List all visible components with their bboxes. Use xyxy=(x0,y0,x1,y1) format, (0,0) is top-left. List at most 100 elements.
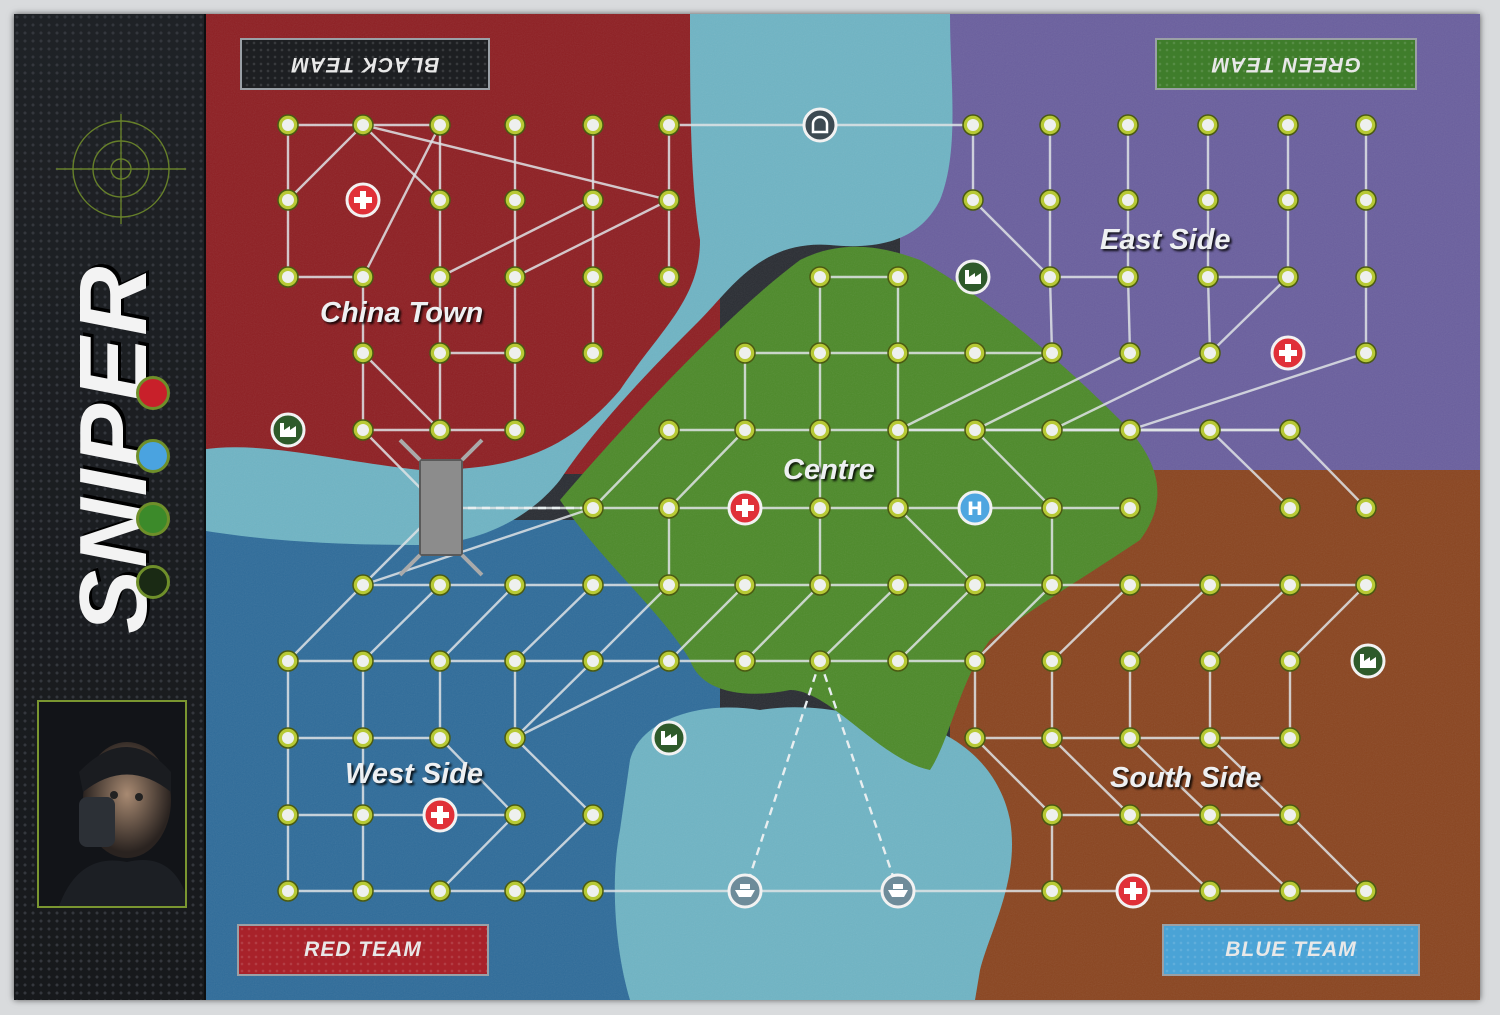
intersection-node[interactable] xyxy=(809,497,831,519)
factory-icon[interactable] xyxy=(1350,643,1386,679)
intersection-node[interactable] xyxy=(429,189,451,211)
hospital-cross-icon[interactable] xyxy=(727,490,763,526)
intersection-node[interactable] xyxy=(809,574,831,596)
intersection-node[interactable] xyxy=(1279,497,1301,519)
intersection-node[interactable] xyxy=(429,419,451,441)
intersection-node[interactable] xyxy=(1041,727,1063,749)
intersection-node[interactable] xyxy=(734,419,756,441)
intersection-node[interactable] xyxy=(962,114,984,136)
intersection-node[interactable] xyxy=(582,342,604,364)
intersection-node[interactable] xyxy=(1041,650,1063,672)
intersection-node[interactable] xyxy=(1119,419,1141,441)
intersection-node[interactable] xyxy=(504,266,526,288)
intersection-node[interactable] xyxy=(1355,266,1377,288)
intersection-node[interactable] xyxy=(352,266,374,288)
intersection-node[interactable] xyxy=(277,804,299,826)
tunnel-icon[interactable] xyxy=(802,107,838,143)
intersection-node[interactable] xyxy=(1199,574,1221,596)
intersection-node[interactable] xyxy=(504,114,526,136)
intersection-node[interactable] xyxy=(352,114,374,136)
intersection-node[interactable] xyxy=(809,650,831,672)
intersection-node[interactable] xyxy=(887,342,909,364)
intersection-node[interactable] xyxy=(1199,727,1221,749)
intersection-node[interactable] xyxy=(658,266,680,288)
intersection-node[interactable] xyxy=(582,574,604,596)
intersection-node[interactable] xyxy=(1279,574,1301,596)
intersection-node[interactable] xyxy=(887,419,909,441)
intersection-node[interactable] xyxy=(964,650,986,672)
intersection-node[interactable] xyxy=(1039,189,1061,211)
intersection-node[interactable] xyxy=(1041,419,1063,441)
hospital-cross-icon[interactable] xyxy=(345,182,381,218)
intersection-node[interactable] xyxy=(1041,804,1063,826)
intersection-node[interactable] xyxy=(352,574,374,596)
intersection-node[interactable] xyxy=(1279,727,1301,749)
intersection-node[interactable] xyxy=(582,266,604,288)
intersection-node[interactable] xyxy=(809,419,831,441)
intersection-node[interactable] xyxy=(1355,880,1377,902)
intersection-node[interactable] xyxy=(887,650,909,672)
intersection-node[interactable] xyxy=(1119,804,1141,826)
intersection-node[interactable] xyxy=(1277,266,1299,288)
intersection-node[interactable] xyxy=(1117,266,1139,288)
intersection-node[interactable] xyxy=(504,342,526,364)
intersection-node[interactable] xyxy=(1039,114,1061,136)
hospital-cross-icon[interactable] xyxy=(422,797,458,833)
intersection-node[interactable] xyxy=(964,419,986,441)
intersection-node[interactable] xyxy=(1355,114,1377,136)
intersection-node[interactable] xyxy=(1119,497,1141,519)
intersection-node[interactable] xyxy=(734,650,756,672)
intersection-node[interactable] xyxy=(1039,266,1061,288)
intersection-node[interactable] xyxy=(887,497,909,519)
helipad-icon[interactable]: H xyxy=(957,490,993,526)
intersection-node[interactable] xyxy=(504,880,526,902)
intersection-node[interactable] xyxy=(1041,342,1063,364)
intersection-node[interactable] xyxy=(734,574,756,596)
intersection-node[interactable] xyxy=(734,342,756,364)
intersection-node[interactable] xyxy=(658,650,680,672)
intersection-node[interactable] xyxy=(658,574,680,596)
intersection-node[interactable] xyxy=(1199,650,1221,672)
intersection-node[interactable] xyxy=(964,574,986,596)
intersection-node[interactable] xyxy=(1197,266,1219,288)
intersection-node[interactable] xyxy=(1355,189,1377,211)
intersection-node[interactable] xyxy=(352,419,374,441)
intersection-node[interactable] xyxy=(1117,189,1139,211)
intersection-node[interactable] xyxy=(1199,342,1221,364)
intersection-node[interactable] xyxy=(1277,114,1299,136)
intersection-node[interactable] xyxy=(1279,880,1301,902)
hospital-cross-icon[interactable] xyxy=(1270,335,1306,371)
intersection-node[interactable] xyxy=(429,342,451,364)
intersection-node[interactable] xyxy=(277,880,299,902)
intersection-node[interactable] xyxy=(1041,497,1063,519)
intersection-node[interactable] xyxy=(887,266,909,288)
boat-icon[interactable] xyxy=(880,873,916,909)
intersection-node[interactable] xyxy=(352,650,374,672)
intersection-node[interactable] xyxy=(429,650,451,672)
intersection-node[interactable] xyxy=(429,880,451,902)
factory-icon[interactable] xyxy=(955,259,991,295)
intersection-node[interactable] xyxy=(1199,880,1221,902)
intersection-node[interactable] xyxy=(1199,419,1221,441)
intersection-node[interactable] xyxy=(1117,114,1139,136)
intersection-node[interactable] xyxy=(658,419,680,441)
intersection-node[interactable] xyxy=(1119,342,1141,364)
intersection-node[interactable] xyxy=(429,266,451,288)
intersection-node[interactable] xyxy=(352,342,374,364)
intersection-node[interactable] xyxy=(1277,189,1299,211)
intersection-node[interactable] xyxy=(504,727,526,749)
intersection-node[interactable] xyxy=(277,114,299,136)
intersection-node[interactable] xyxy=(429,114,451,136)
intersection-node[interactable] xyxy=(809,266,831,288)
intersection-node[interactable] xyxy=(352,880,374,902)
intersection-node[interactable] xyxy=(277,266,299,288)
intersection-node[interactable] xyxy=(582,189,604,211)
intersection-node[interactable] xyxy=(582,114,604,136)
intersection-node[interactable] xyxy=(352,727,374,749)
intersection-node[interactable] xyxy=(809,342,831,364)
intersection-node[interactable] xyxy=(504,804,526,826)
intersection-node[interactable] xyxy=(504,419,526,441)
intersection-node[interactable] xyxy=(1279,650,1301,672)
intersection-node[interactable] xyxy=(1119,650,1141,672)
intersection-node[interactable] xyxy=(277,727,299,749)
